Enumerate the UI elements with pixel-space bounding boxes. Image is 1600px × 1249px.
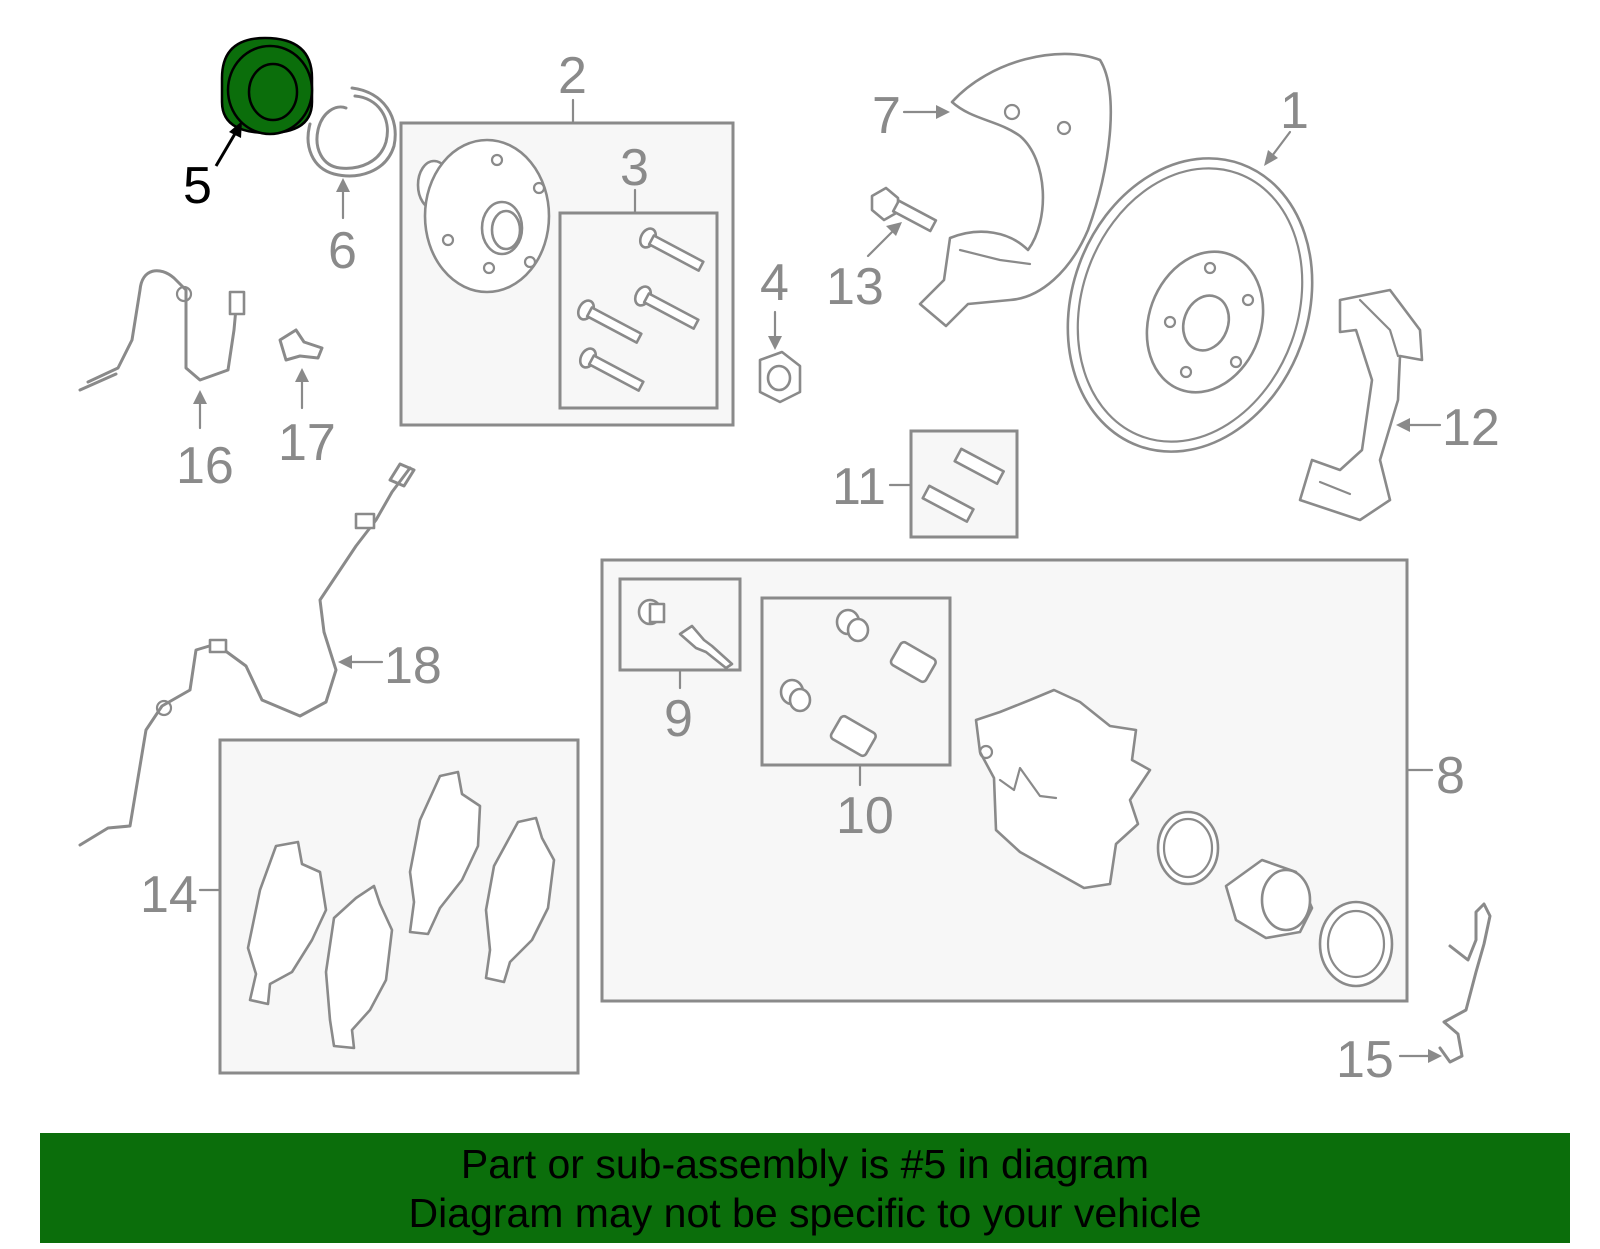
callout-1: 1: [1280, 82, 1309, 140]
callout-3: 3: [620, 139, 649, 197]
callout-2: 2: [558, 47, 587, 105]
callout-8: 8: [1436, 747, 1465, 805]
callout-5-arrow: [229, 121, 242, 138]
callout-7-arrow: [936, 105, 950, 119]
callout-13-arrow: [886, 222, 902, 236]
callout-17: 17: [278, 414, 336, 472]
part-1-brake-rotor[interactable]: [1028, 124, 1352, 487]
callout-12-arrow: [1396, 418, 1410, 432]
callout-15-arrow: [1428, 1049, 1442, 1063]
callout-5-leader: [214, 131, 238, 167]
part-16-abs-sensor[interactable]: [78, 269, 246, 392]
banner-line-2: Diagram may not be specific to your vehi…: [408, 1190, 1202, 1236]
callout-10: 10: [836, 787, 894, 845]
callout-1-arrow: [1264, 150, 1278, 166]
callout-4: 4: [760, 254, 789, 312]
part-13-bolt[interactable]: [870, 186, 938, 233]
part-18-brake-hose[interactable]: [78, 462, 416, 847]
callout-6: 6: [328, 222, 357, 280]
part-14-brake-pads[interactable]: [246, 770, 556, 1050]
part-5-wheel-bearing[interactable]: [220, 36, 314, 136]
callout-13: 13: [826, 258, 884, 316]
part-2-wheel-hub[interactable]: [416, 138, 551, 294]
part-11-guide-pins[interactable]: [921, 447, 1005, 523]
part-7-dust-shield[interactable]: [918, 52, 1113, 328]
part-3-hub-bolts[interactable]: [575, 226, 706, 395]
banner-line-1: Part or sub-assembly is #5 in diagram: [460, 1141, 1150, 1187]
callout-16-arrow: [193, 390, 207, 404]
callout-18: 18: [384, 637, 442, 695]
part-17-clip[interactable]: [278, 328, 324, 362]
callout-15: 15: [1336, 1031, 1394, 1089]
callout-13-leader: [866, 230, 894, 258]
callout-16: 16: [176, 437, 234, 495]
part-15-wear-sensor[interactable]: [1438, 902, 1492, 1064]
callout-1-leader: [1270, 130, 1292, 158]
callout-12: 12: [1442, 399, 1500, 457]
callout-7: 7: [872, 87, 901, 145]
callout-14: 14: [140, 866, 198, 924]
part-4-hub-nut[interactable]: [758, 350, 802, 404]
callout-11: 11: [832, 458, 886, 516]
part-6-snap-ring[interactable]: [306, 86, 397, 178]
part-9-bleeder-screw[interactable]: [637, 598, 734, 670]
callout-18-arrow: [338, 655, 352, 669]
part-12-caliper-bracket[interactable]: [1298, 288, 1424, 522]
callout-6-arrow: [336, 178, 350, 192]
callout-17-arrow: [295, 368, 309, 382]
part-8-caliper[interactable]: [974, 688, 1394, 988]
callout-9: 9: [664, 690, 693, 748]
callout-5: 5: [183, 157, 212, 215]
info-banner: Part or sub-assembly is #5 in diagram Di…: [40, 1133, 1570, 1243]
callout-4-arrow: [768, 336, 782, 350]
part-10-guide-bushings[interactable]: [779, 608, 937, 758]
